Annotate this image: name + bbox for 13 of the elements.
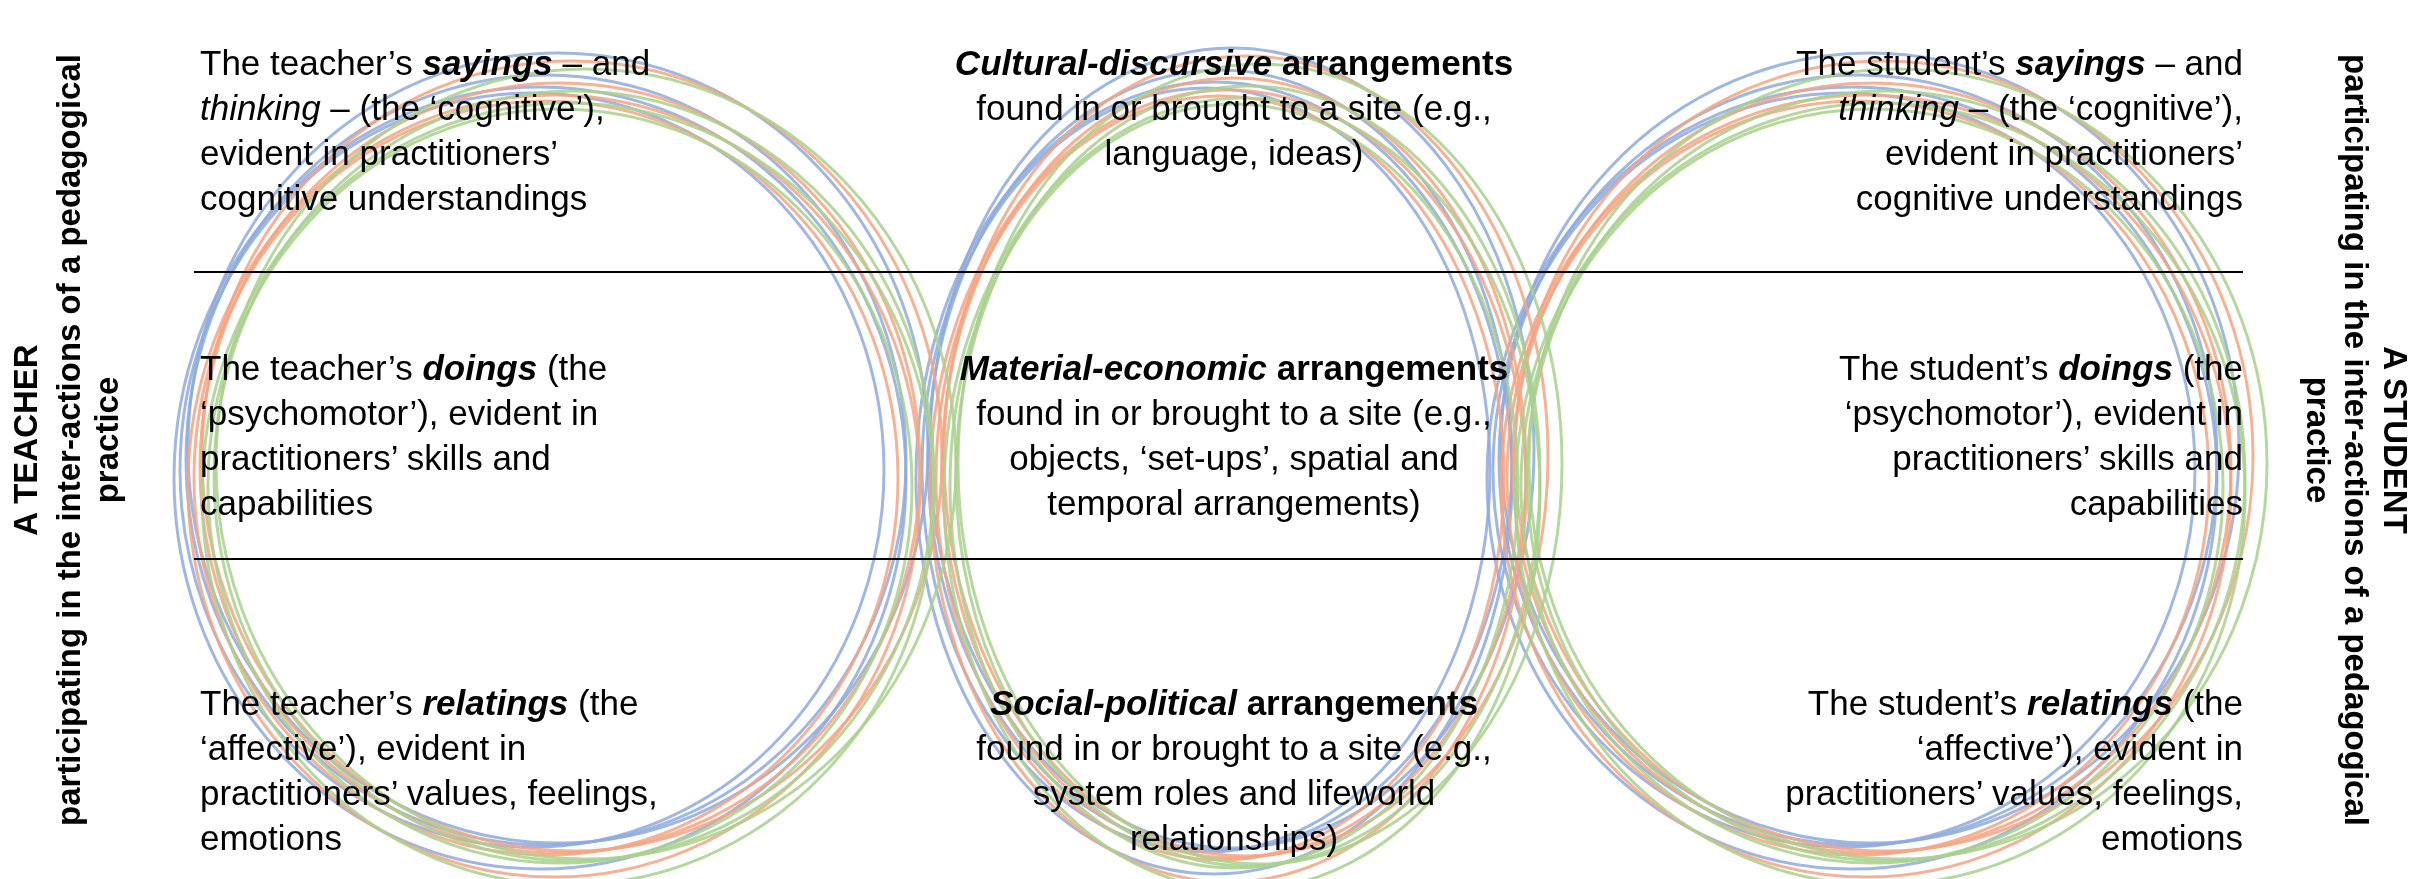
arrangement-text: Cultural-discursive arrangements found in or brought to a site (e.g., language, ideas)	[953, 42, 1515, 174]
description-text: The student’s relatings (the ‘affective’), evident in practitioners’ values, feelings, emotions	[1784, 682, 2243, 859]
description-text: The student’s sayings – and thinking – (the ‘cognitive’), evident in practitioners’ cognitive understandings	[1795, 42, 2243, 219]
description-text: The teacher’s sayings – and thinking – (the ‘cognitive’), evident in practitioners’ cognitive understandings	[200, 42, 652, 219]
arrangement-text: Social-political arrangements found in or brought to a site (e.g., system roles and lifeworld relationships)	[975, 682, 1493, 859]
description-text: The teacher’s relatings (the ‘affective’), evident in practitioners’ values, feelings, emotions	[200, 682, 659, 859]
role-subheading: participating in the inter-actions of a pedagogical practice	[50, 53, 126, 828]
role-subheading: participating in the inter-actions of a pedagogical practice	[2299, 53, 2375, 828]
role-heading: A STUDENT	[2376, 345, 2414, 536]
description-text: The teacher’s doings (the ‘psychomotor’), evident in practitioners’ skills and capabilities	[200, 347, 609, 524]
role-heading: A TEACHER	[7, 343, 45, 538]
arrangement-text: Material-economic arrangements found in or brought to a site (e.g., objects, ‘set-ups’, spatial and temporal arrangements)	[958, 347, 1510, 524]
description-text: The student’s doings (the ‘psychomotor’), evident in practitioners’ skills and capabilities	[1838, 347, 2243, 524]
